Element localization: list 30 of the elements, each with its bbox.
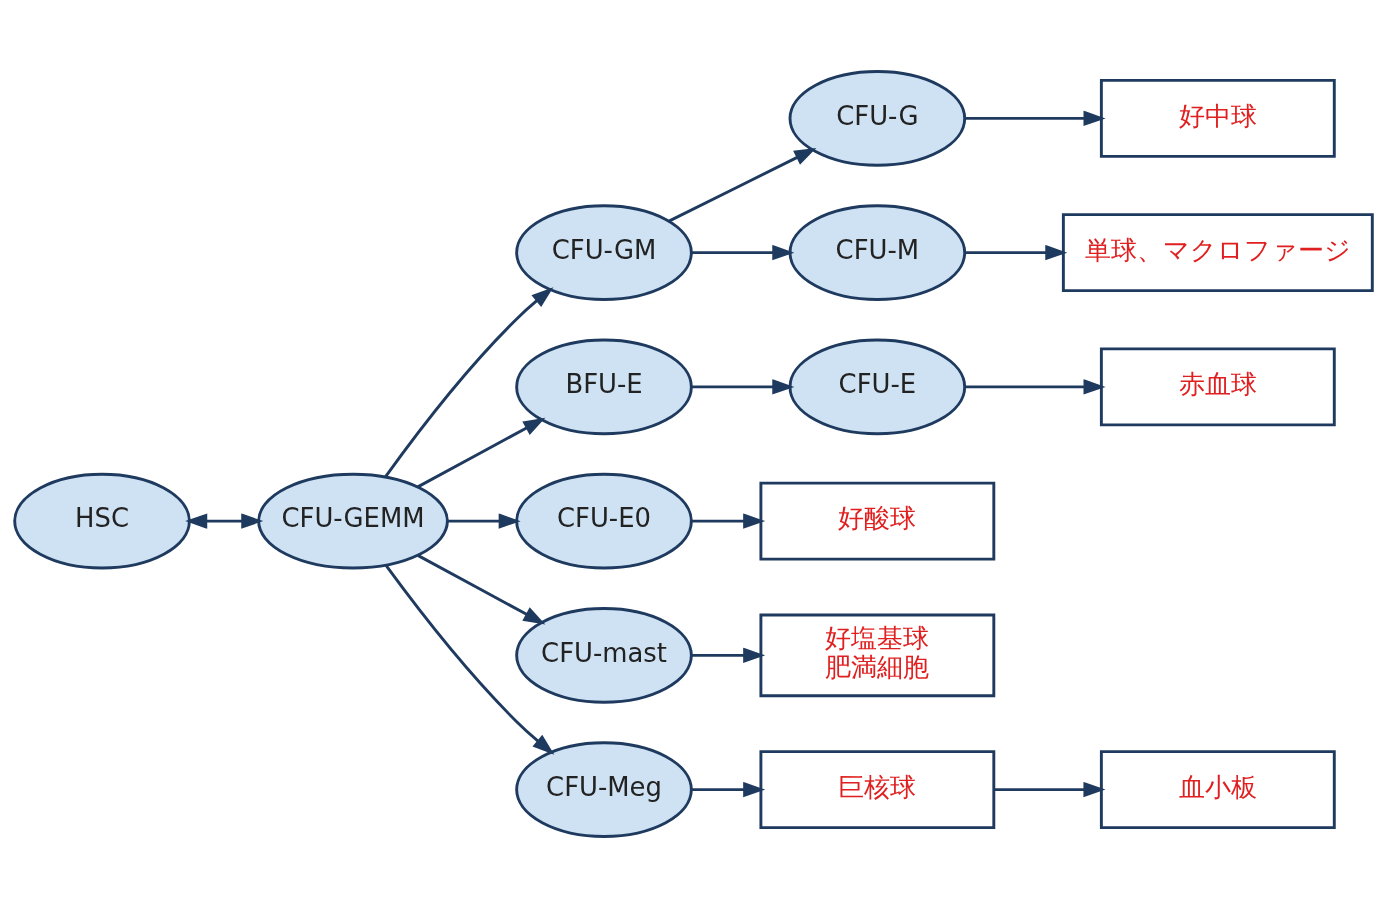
arrow <box>417 554 546 625</box>
node-box: 巨核球 <box>759 750 996 830</box>
arrow <box>185 513 264 529</box>
node-ellipse: CFU-Meg <box>515 741 693 838</box>
arrow <box>385 564 555 755</box>
arrow <box>691 513 766 529</box>
node-box: 好中球 <box>1099 78 1336 158</box>
node-ellipse: CFU-E0 <box>515 472 693 570</box>
node-ellipse: CFU-M <box>788 204 967 301</box>
node-box: 好酸球 <box>759 481 996 561</box>
arrow <box>964 110 1106 127</box>
node-ellipse: CFU-GEMM <box>257 472 449 570</box>
arrow <box>668 147 817 223</box>
node-box: 血小板 <box>1099 750 1336 830</box>
node-box: 好塩基球 肥満細胞 <box>759 613 996 698</box>
arrow <box>417 417 546 489</box>
arrow <box>691 781 766 798</box>
node-box: 単球、マクロファージ <box>1061 213 1374 293</box>
arrow <box>691 647 766 664</box>
arrow <box>384 287 554 478</box>
arrow <box>994 781 1106 798</box>
arrow <box>691 244 795 261</box>
node-ellipse: HSC <box>13 472 191 570</box>
arrow <box>691 379 795 395</box>
node-box: 赤血球 <box>1099 347 1336 427</box>
arrow <box>964 379 1106 395</box>
arrow <box>447 513 521 529</box>
node-ellipse: CFU-GM <box>515 204 693 301</box>
arrow <box>964 244 1068 261</box>
node-ellipse: CFU-E <box>788 338 967 436</box>
